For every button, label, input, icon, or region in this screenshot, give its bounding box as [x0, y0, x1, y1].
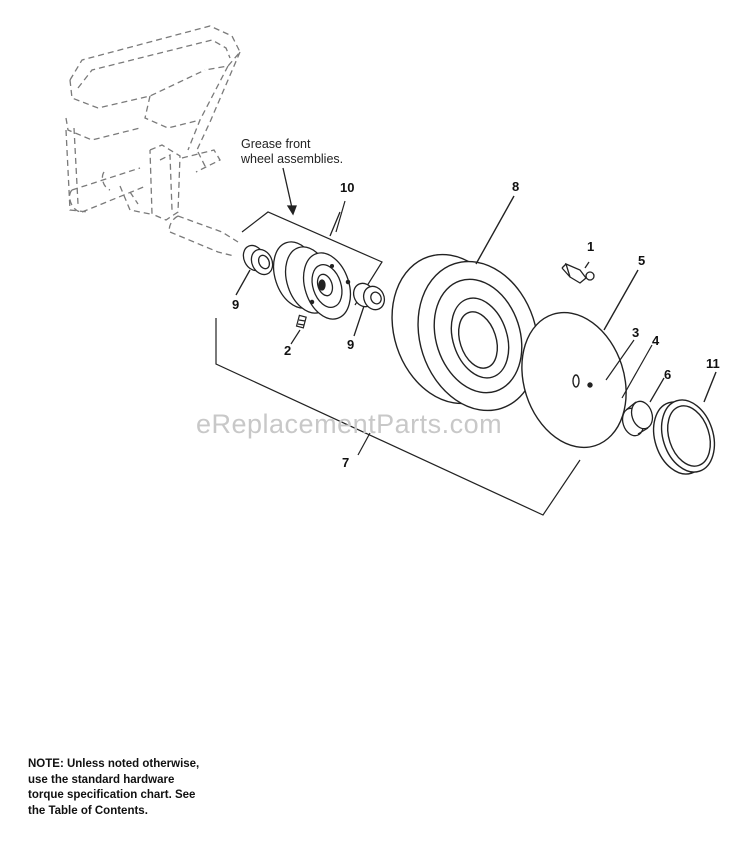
- bushing: [621, 377, 665, 437]
- valve-stem: [561, 261, 595, 284]
- callout-11: 11: [706, 356, 720, 371]
- callout-4: 4: [652, 333, 660, 348]
- tire: [391, 195, 539, 412]
- grease-note-line-2: wheel assemblies.: [241, 152, 344, 166]
- callout-7: 7: [342, 455, 350, 470]
- frame-assembly-dashed: [65, 25, 241, 257]
- torque-note-line-3: torque specification chart. See: [28, 789, 196, 801]
- torque-note: NOTE: Unless noted otherwise, use the st…: [28, 757, 248, 819]
- callout-6: 6: [664, 367, 672, 382]
- callout-9-left: 9: [232, 297, 240, 312]
- assembly-bracket: [215, 318, 581, 516]
- callout-1: 1: [587, 239, 595, 254]
- callout-5: 5: [638, 253, 646, 268]
- bearing-right: [352, 282, 386, 337]
- bearing-left: [235, 244, 274, 296]
- callout-2: 2: [284, 343, 292, 358]
- grease-fitting: [290, 314, 307, 345]
- grease-arrow: [282, 167, 297, 216]
- wheel-rim: [272, 211, 352, 320]
- callout-8: 8: [512, 179, 520, 194]
- grease-note-line-1: Grease front: [241, 137, 311, 151]
- torque-note-line-2: use the standard hardware: [28, 773, 175, 786]
- hub-bracket: [241, 200, 383, 306]
- grease-note: Grease front wheel assemblies.: [241, 137, 371, 167]
- hub-cap: [652, 371, 717, 475]
- torque-note-line-4: the Table of Contents.: [28, 804, 148, 817]
- watermark: eReplacementParts.com: [196, 409, 503, 439]
- callout-3: 3: [632, 325, 640, 340]
- callout-10: 10: [340, 180, 355, 195]
- torque-note-line-1: NOTE: Unless noted otherwise,: [28, 758, 200, 770]
- callout-9-right: 9: [347, 337, 355, 352]
- inner-tube: [521, 269, 639, 449]
- leader-lines: [605, 339, 653, 399]
